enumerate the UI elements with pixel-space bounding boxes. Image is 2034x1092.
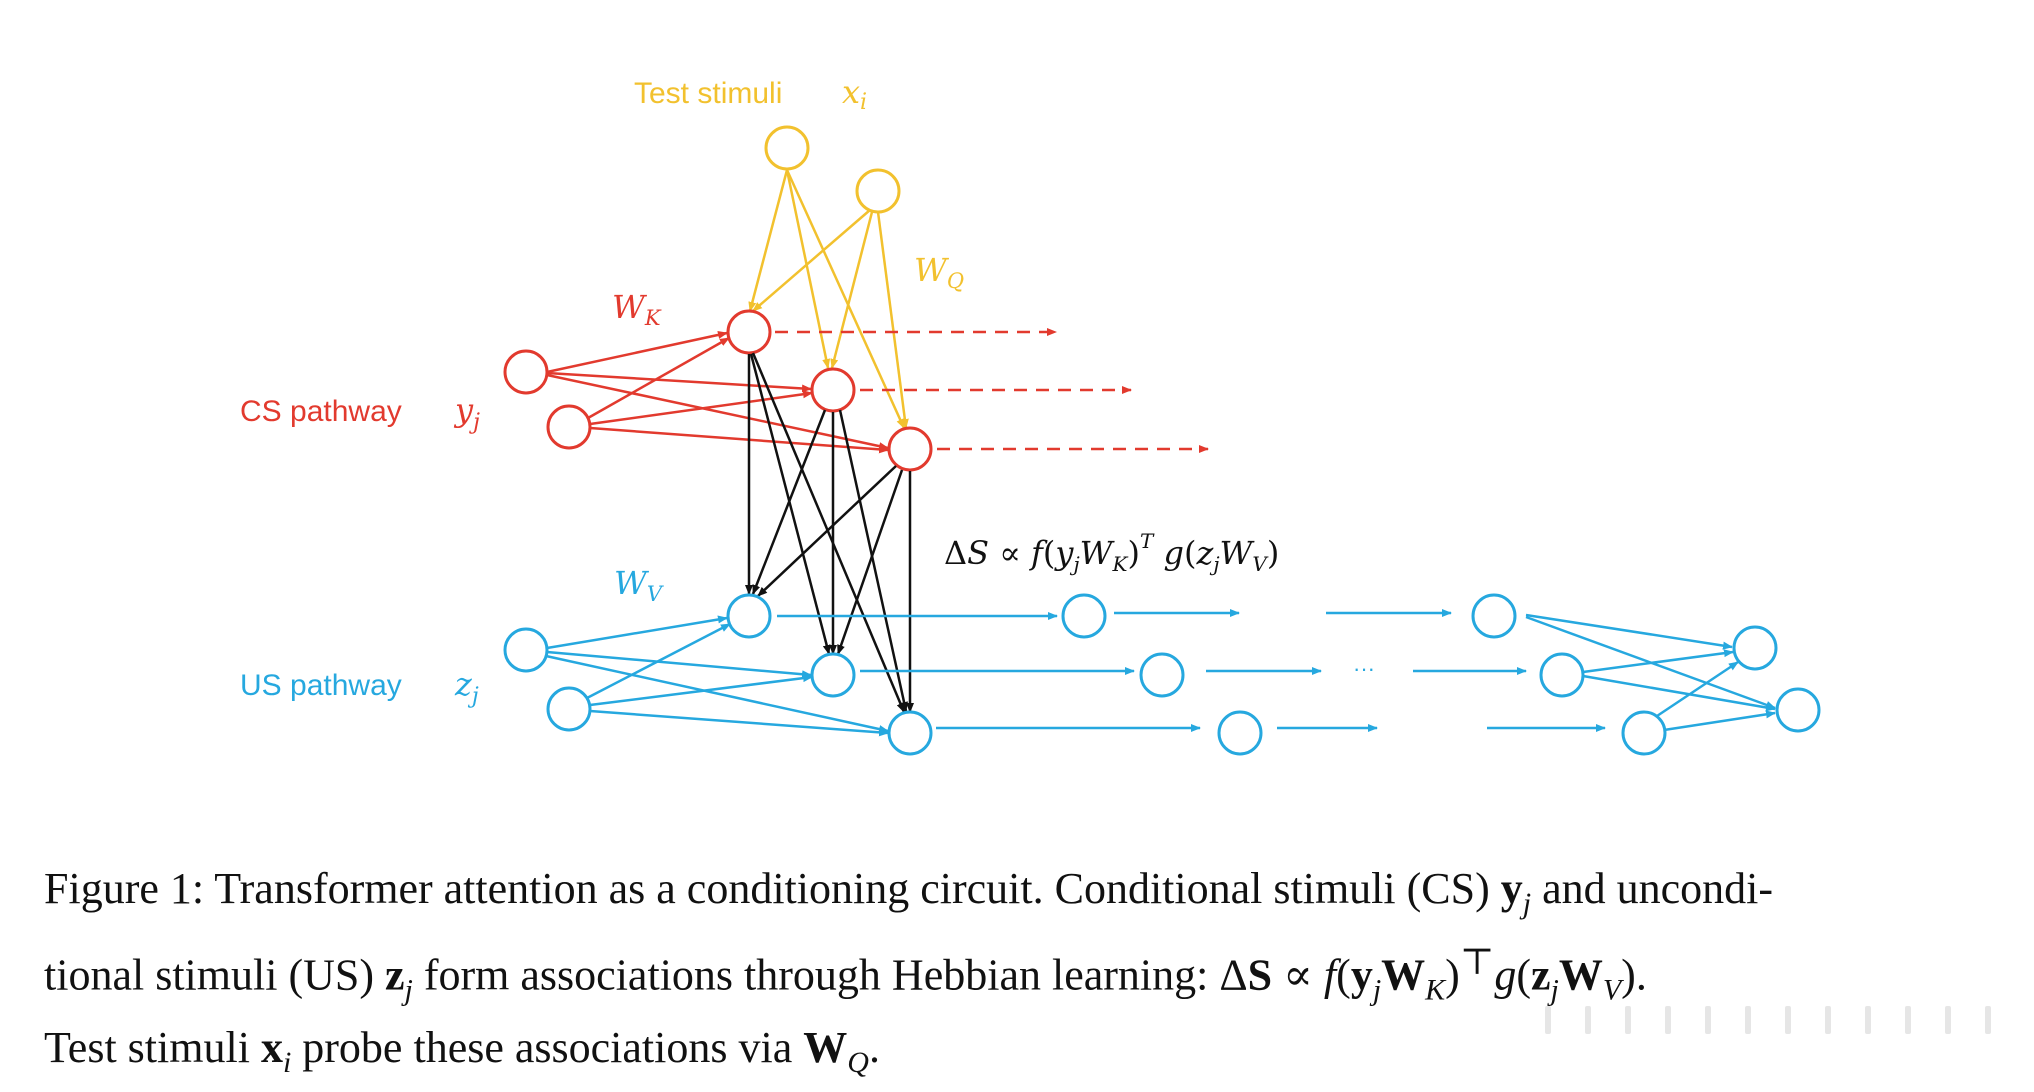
assoc-edge <box>751 409 827 595</box>
test-edge <box>876 211 909 429</box>
wv-label: WV <box>614 564 664 606</box>
cs-edge <box>587 336 730 420</box>
test-node-1 <box>764 125 810 171</box>
caption-line-2: tional stimuli (US) zj form associations… <box>44 940 1647 1007</box>
test-edge <box>785 169 831 369</box>
us-edge <box>589 709 889 737</box>
us-chain-node <box>1217 710 1263 756</box>
us-pathway-var: zj <box>454 665 479 709</box>
test-edge <box>748 169 789 312</box>
figure-caption: Figure 1: Transformer attention as a con… <box>44 860 2004 1092</box>
us-output-edge <box>1663 710 1776 732</box>
association-links <box>745 352 914 713</box>
wk-label: WK <box>612 288 662 330</box>
test-stimuli-group: Test stimuli xi WQ <box>634 73 964 429</box>
test-edge <box>752 209 871 312</box>
us-chain-ellipsis: ··· <box>1353 656 1375 681</box>
cs-pathway-group: CS pathway yj WK <box>240 288 1209 472</box>
us-pathway-group: US pathway zj WV ··· <box>240 564 1821 756</box>
hebbian-equation: ΔS ∝ f(yjWK)T g(zjWV) <box>944 529 1279 576</box>
cs-edge <box>546 330 728 374</box>
cs-pathway-var: yj <box>453 391 480 435</box>
assoc-edge <box>757 465 897 597</box>
us-output-edge <box>1582 649 1734 674</box>
us-edge <box>589 674 813 707</box>
cs-edge <box>546 371 812 393</box>
caption-line-1: Figure 1: Transformer attention as a con… <box>44 864 1774 920</box>
test-stimuli-var: xi <box>842 73 867 115</box>
test-edge <box>830 211 874 369</box>
us-chain-node <box>1139 652 1185 698</box>
assoc-edge <box>838 409 908 712</box>
cs-edge <box>546 373 889 451</box>
us-chain-node <box>1471 593 1517 639</box>
cs-edge <box>589 426 889 454</box>
us-output-edge <box>1525 613 1733 650</box>
us-value-node-2 <box>810 652 856 698</box>
conditioning-circuit-diagram: Test stimuli xi WQ CS pathway yj WK <box>240 73 1821 756</box>
watermark <box>1545 1000 2015 1040</box>
cs-key-node-2 <box>810 367 856 413</box>
test-stimuli-label: Test stimuli <box>634 77 782 110</box>
us-edge <box>546 650 812 679</box>
us-chain-node <box>1061 593 1107 639</box>
us-chain-node <box>1539 652 1585 698</box>
us-input-node-2 <box>546 686 592 732</box>
cs-key-node-3 <box>887 426 933 472</box>
assoc-edge <box>749 353 831 655</box>
test-node-2 <box>855 168 901 214</box>
cs-edge <box>589 390 813 426</box>
us-edge <box>545 654 889 733</box>
us-output-node-2 <box>1775 687 1821 733</box>
us-pathway-label: US pathway <box>240 669 402 702</box>
test-edge <box>785 169 906 429</box>
assoc-edge <box>751 352 906 713</box>
wq-label: WQ <box>914 251 964 293</box>
us-output-edge <box>1656 660 1739 718</box>
us-edge <box>586 622 731 700</box>
cs-pathway-label: CS pathway <box>240 395 402 428</box>
cs-input-node-1 <box>503 349 549 395</box>
us-value-node-3 <box>887 710 933 756</box>
us-edge <box>546 615 728 650</box>
cs-input-node-2 <box>546 404 592 450</box>
us-output-edge <box>1582 674 1776 712</box>
us-input-node-1 <box>503 627 549 673</box>
us-value-node-1 <box>726 593 772 639</box>
us-output-node-1 <box>1732 625 1778 671</box>
caption-line-3: Test stimuli xi probe these associations… <box>44 1023 880 1080</box>
us-chain-node <box>1621 710 1667 756</box>
assoc-edge <box>836 469 904 655</box>
cs-key-node-1 <box>726 309 772 355</box>
